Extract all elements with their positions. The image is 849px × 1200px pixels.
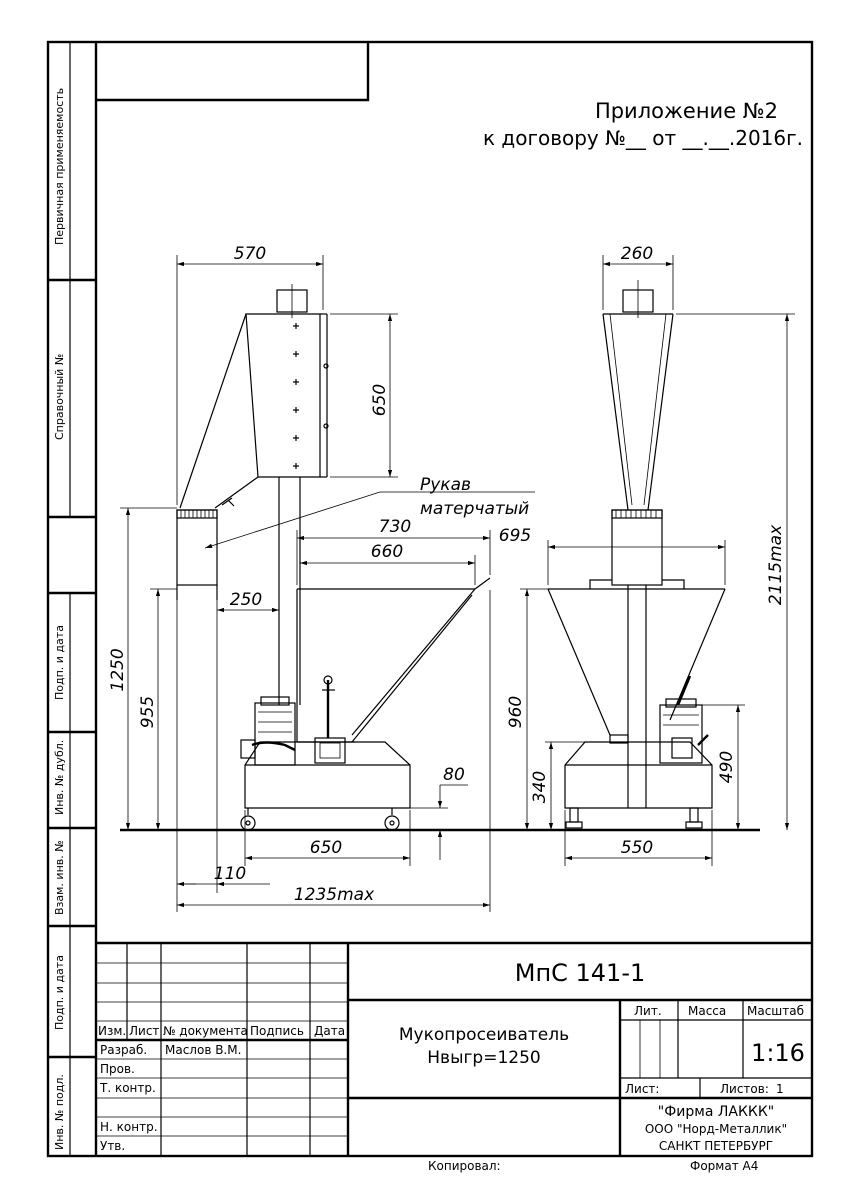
row-prov: Пров. (100, 1062, 135, 1076)
company-legal: ООО "Норд-Металлик" (645, 1122, 787, 1136)
dimension-labels: 570 650 730 660 250 1250 955 80 650 110 … (108, 244, 786, 905)
dim-695: 695 (499, 526, 531, 546)
col-date: Дата (314, 1024, 345, 1038)
scale-label: Масштаб (747, 1004, 804, 1018)
sheets-label: Листов: (720, 1082, 769, 1096)
copied-by: Копировал: (428, 1159, 501, 1173)
dim-80: 80 (443, 765, 465, 785)
dim-550: 550 (621, 838, 653, 858)
sheet-frame (46, 40, 814, 1158)
dim-250: 250 (230, 590, 262, 610)
razrab-name: Маслов В.М. (165, 1043, 241, 1057)
side-stamp-labels: Первичная применяемость Справочный № Под… (53, 88, 66, 1150)
company-city: САНКТ ПЕТЕРБУРГ (659, 1139, 773, 1153)
dim-730: 730 (379, 517, 411, 537)
side-wheels (565, 807, 703, 829)
stamp-sign-date-1: Подп. и дата (53, 625, 66, 700)
col-doc: № документа (163, 1024, 248, 1038)
stamp-swap-inv: Взам. инв. № (53, 840, 66, 915)
col-list: Лист (129, 1024, 159, 1038)
sheets-count: 1 (776, 1082, 784, 1096)
product-name: Мукопросеиватель (399, 1025, 569, 1045)
lit-label: Лит. (634, 1004, 662, 1018)
dim-650-bottom: 650 (310, 838, 342, 858)
drum-hatching (180, 510, 214, 518)
dim-955: 955 (138, 696, 158, 728)
dim-110: 110 (214, 864, 246, 884)
sheet-format: Формат А4 (690, 1159, 758, 1173)
side-drum-hatching (615, 510, 657, 518)
title-block-text: МпС 141-1 Мукопросеиватель Нвыгр=1250 Из… (98, 959, 805, 1153)
col-izm: Изм. (98, 1024, 126, 1038)
dim-1250: 1250 (108, 648, 128, 691)
front-wheels (240, 808, 400, 831)
company-name: "Фирма ЛАККК" (658, 1104, 774, 1120)
designation: МпС 141-1 (515, 959, 646, 987)
title-block-lines (96, 941, 812, 1156)
sleeve-label-line2: матерчатый (420, 499, 529, 519)
dim-960: 960 (506, 696, 526, 728)
dim-660: 660 (371, 542, 403, 562)
product-param: Нвыгр=1250 (427, 1048, 540, 1068)
row-tkontr: Т. контр. (99, 1081, 156, 1095)
col-sign: Подпись (250, 1024, 304, 1038)
row-razrab: Разраб. (100, 1043, 147, 1057)
stamp-sign-date-2: Подп. и дата (53, 955, 66, 1030)
side-view (547, 280, 726, 829)
row-nkontr: Н. контр. (100, 1120, 158, 1134)
mass-label: Масса (688, 1004, 726, 1018)
dim-490: 490 (717, 751, 737, 783)
dim-340: 340 (530, 771, 550, 803)
dimension-lines (120, 255, 795, 912)
sheet-label: Лист: (625, 1082, 659, 1096)
row-utv: Утв. (100, 1139, 125, 1153)
dim-570: 570 (234, 244, 266, 264)
stamp-orig-inv: Инв. № подл. (53, 1074, 66, 1150)
dim-260: 260 (621, 244, 653, 264)
dim-1235max: 1235max (294, 885, 375, 905)
bolt-marks (293, 323, 329, 469)
stamp-reference: Справочный № (53, 354, 66, 440)
contract-line: к договору №__ от __.__.2016г. (483, 126, 803, 150)
stamp-first-use: Первичная применяемость (53, 88, 66, 245)
dim-650-top: 650 (370, 384, 390, 416)
scale-value: 1:16 (751, 1039, 805, 1067)
dim-2115max: 2115max (766, 524, 786, 605)
stamp-dup-inv: Инв. № дубл. (53, 740, 66, 815)
front-view (176, 284, 491, 831)
sleeve-label-line1: Рукав (420, 475, 471, 495)
appendix-title: Приложение №2 (595, 99, 778, 123)
